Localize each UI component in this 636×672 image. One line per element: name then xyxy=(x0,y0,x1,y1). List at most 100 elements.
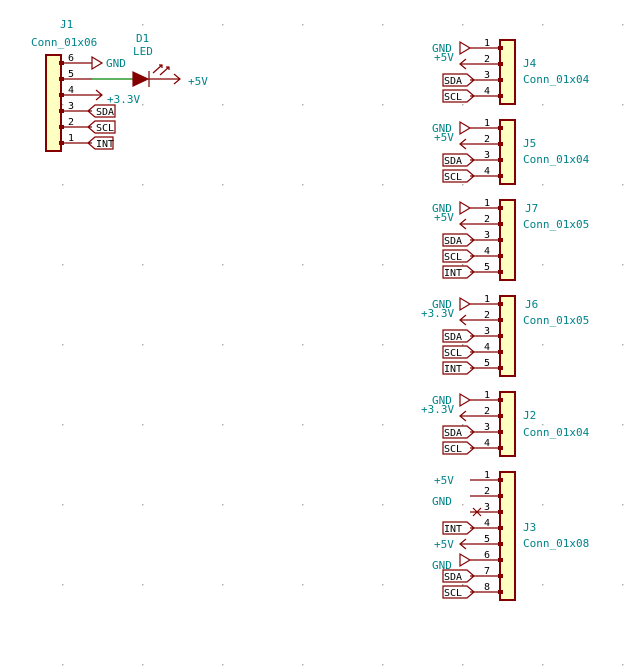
grid-dot xyxy=(142,424,144,426)
power-net-label: +5V xyxy=(434,131,454,144)
j3-sda-label: SDA xyxy=(444,572,462,583)
d1-5v-symbol xyxy=(173,73,181,85)
led-ray-1 xyxy=(152,64,163,74)
gnd-symbol xyxy=(459,40,472,56)
connector-j3[interactable]: J3Conn_01x0812345678+5VGNDINT+5VGNDSDASC… xyxy=(432,470,589,601)
led-d1[interactable]: D1 LED +5V xyxy=(132,32,208,88)
led-triangle xyxy=(132,71,150,87)
grid-dot xyxy=(542,504,544,506)
scl-label: SCL xyxy=(444,252,462,263)
gnd-symbol xyxy=(459,296,472,312)
grid-dot xyxy=(542,264,544,266)
j7-pin-num: 1 xyxy=(484,198,490,209)
grid-dot xyxy=(302,424,304,426)
j3-scl-label: SCL xyxy=(444,588,462,599)
j2-pin-num: 1 xyxy=(484,390,490,401)
sda-tag xyxy=(442,233,475,247)
grid-dot xyxy=(62,664,64,666)
power-net-label: +3.3V xyxy=(421,307,454,320)
led-ray-2 xyxy=(159,66,170,76)
grid-dot xyxy=(382,664,384,666)
grid-dot xyxy=(622,24,624,26)
grid-dot xyxy=(462,264,464,266)
grid-dot xyxy=(382,24,384,26)
grid-dot xyxy=(462,424,464,426)
gnd-symbol xyxy=(459,200,472,216)
j1-body xyxy=(45,54,62,152)
grid-dot xyxy=(62,184,64,186)
j4-pin-num: 1 xyxy=(484,38,490,49)
grid-dot xyxy=(62,264,64,266)
j1-int-tag xyxy=(87,136,114,150)
j5-body xyxy=(499,119,516,185)
sda-label: SDA xyxy=(444,156,462,167)
connector-column: J4Conn_01x041234GND+5VSDASCLJ5Conn_01x04… xyxy=(421,38,590,457)
j4-pin-num: 2 xyxy=(484,54,490,65)
j7-ref: J7 xyxy=(525,202,538,215)
sda-tag xyxy=(442,73,475,87)
j3-int-tag xyxy=(442,521,475,535)
j1-gnd-label: GND xyxy=(106,57,126,70)
grid-dot xyxy=(542,344,544,346)
gnd-symbol xyxy=(459,392,472,408)
scl-tag xyxy=(442,345,475,359)
j6-pin-num: 1 xyxy=(484,294,490,305)
int-tag xyxy=(442,265,475,279)
j3-pin-num: 1 xyxy=(484,470,490,481)
grid-dot xyxy=(222,424,224,426)
j1-pin-num-6: 6 xyxy=(68,53,74,64)
grid-dot xyxy=(382,584,384,586)
j1-gnd-symbol xyxy=(91,55,104,71)
scl-label: SCL xyxy=(444,444,462,455)
j5-pin-num: 4 xyxy=(484,166,490,177)
grid-dot xyxy=(622,344,624,346)
scl-tag xyxy=(442,169,475,183)
j6-pin-num: 2 xyxy=(484,310,490,321)
scl-tag xyxy=(442,89,475,103)
grid-dot xyxy=(542,664,544,666)
j4-pin-num: 3 xyxy=(484,70,490,81)
grid-dot xyxy=(382,184,384,186)
grid-dot xyxy=(222,344,224,346)
j5-pin-num: 2 xyxy=(484,134,490,145)
grid-dot xyxy=(462,504,464,506)
grid-dot xyxy=(542,104,544,106)
d1-value: LED xyxy=(133,45,153,58)
grid-dot xyxy=(222,24,224,26)
grid-dot xyxy=(62,504,64,506)
grid-dot xyxy=(62,24,64,26)
grid-dot xyxy=(622,424,624,426)
j4-pin-num: 4 xyxy=(484,86,490,97)
grid-dot xyxy=(142,664,144,666)
j1-pin-num-2: 2 xyxy=(68,117,74,128)
grid-dot xyxy=(462,184,464,186)
j2-pin-num: 3 xyxy=(484,422,490,433)
grid-dot xyxy=(382,344,384,346)
connector-j1[interactable]: J1 Conn_01x06 6 5 4 3 2 1 GND +3.3V SDA xyxy=(31,18,140,152)
j5-pin-num: 3 xyxy=(484,150,490,161)
j2-body xyxy=(499,391,516,457)
grid-dot xyxy=(542,584,544,586)
int-tag xyxy=(442,361,475,375)
j1-pin-num-3: 3 xyxy=(68,101,74,112)
grid-dot xyxy=(622,584,624,586)
j3-pin5-net: +5V xyxy=(434,538,454,551)
j1-sda-label: SDA xyxy=(96,107,114,118)
gnd-symbol xyxy=(459,120,472,136)
grid-dot xyxy=(462,664,464,666)
j3-pin-num: 8 xyxy=(484,582,490,593)
j3-pin1-net: +5V xyxy=(434,474,454,487)
j3-pin-num: 4 xyxy=(484,518,490,529)
j7-pin-num: 3 xyxy=(484,230,490,241)
j1-pin-num-5: 5 xyxy=(68,69,74,80)
power-net-label: +5V xyxy=(434,211,454,224)
grid-dot xyxy=(462,584,464,586)
grid-dot xyxy=(62,104,64,106)
int-label: INT xyxy=(444,364,462,375)
gnd-net-label: GND xyxy=(432,122,452,135)
